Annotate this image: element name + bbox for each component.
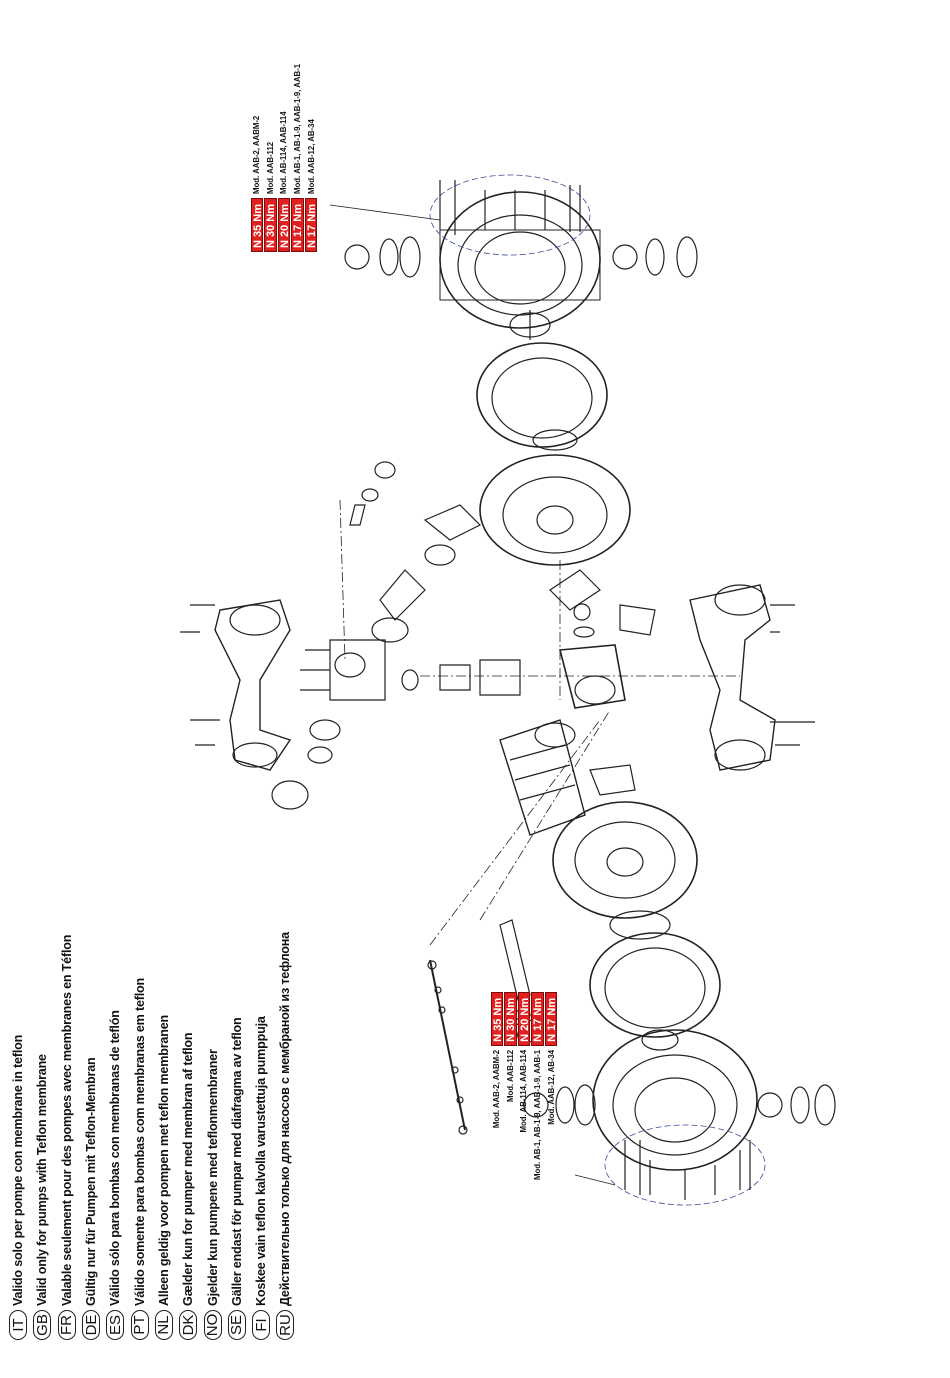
torque-models: Mod. AAB-112 xyxy=(265,141,275,194)
bottom-outer-housing xyxy=(523,1029,836,1206)
language-row: NL Alleen geldig voor pompen met teflon m… xyxy=(152,20,176,1340)
torque-value: N 30 Nm xyxy=(504,991,517,1046)
language-code-badge: PT xyxy=(130,1310,149,1340)
top-diaphragm xyxy=(476,342,608,451)
language-validity-text: Valable seulement pour des pompes avec m… xyxy=(59,934,74,1306)
torque-row: N 17 Nm Mod. AAB-12, AB-34 xyxy=(304,64,318,252)
lower-diaphragm xyxy=(589,910,721,1051)
language-code-badge: ES xyxy=(106,1310,125,1340)
torque-models: Mod. AAB-12, AB-34 xyxy=(546,1049,556,1125)
language-validity-text: Gültig nur für Pumpen mit Teflon-Membran xyxy=(84,1057,99,1306)
language-validity-text: Valido solo per pompe con membrane in te… xyxy=(11,1034,26,1306)
language-code-badge: DK xyxy=(179,1310,198,1340)
language-validity-text: Gäller endast för pumpar med diafragma a… xyxy=(229,1017,244,1306)
torque-row: N 20 Nm Mod. AB-114, AAB-114 xyxy=(517,991,531,1180)
language-row: GB Valid only for pumps with Teflon membr… xyxy=(30,20,54,1340)
torque-value: N 20 Nm xyxy=(277,198,291,252)
air-valve-assembly xyxy=(271,461,521,810)
torque-row: N 35 Nm Mod. AAB-2, AABM-2 xyxy=(490,991,504,1180)
language-code-badge: SE xyxy=(227,1310,246,1340)
language-row: DK Gælder kun for pumper med membran af t… xyxy=(176,20,200,1340)
right-manifold xyxy=(689,584,815,771)
torque-value: N 35 Nm xyxy=(250,198,264,252)
language-validity-text: Válido sólo para bombas con membranas de… xyxy=(108,1010,123,1306)
torque-value: N 35 Nm xyxy=(490,991,504,1046)
torque-value: N 20 Nm xyxy=(517,991,531,1046)
torque-models: Mod. AAB-2, AABM-2 xyxy=(252,115,262,194)
language-validity-text: Koskee vain teflon kalvolla varustettuja… xyxy=(254,1016,269,1306)
left-manifold xyxy=(180,599,292,771)
language-row: ES Válido sólo para bombas con membranas … xyxy=(103,20,127,1340)
language-validity-text: Gjelder kun pumpene med teflonmembraner xyxy=(205,1049,220,1306)
torque-models: Mod. AAB-12, AB-34 xyxy=(306,119,316,194)
pilot-spool xyxy=(427,959,468,1135)
upper-body xyxy=(479,454,656,638)
language-validity-text: Alleen geldig voor pompen met teflon mem… xyxy=(156,1015,171,1306)
language-code-badge: NO xyxy=(203,1310,222,1340)
torque-row: N 35 Nm Mod. AAB-2, AABM-2 xyxy=(250,64,264,252)
torque-models: Mod. AAB-2, AABM-2 xyxy=(492,1049,502,1129)
torque-row: N 17 Nm Mod. AAB-12, AB-34 xyxy=(544,991,558,1180)
torque-value: N 30 Nm xyxy=(264,198,277,252)
language-row: SE Gäller endast för pumpar med diafragma… xyxy=(225,20,249,1340)
language-code-badge: GB xyxy=(33,1310,52,1340)
torque-value: N 17 Nm xyxy=(544,991,558,1046)
torque-models: Mod. AB-114, AAB-114 xyxy=(279,111,289,194)
silencer xyxy=(499,719,586,836)
torque-models: Mod. AB-114, AAB-114 xyxy=(519,1049,529,1133)
language-code-badge: DE xyxy=(82,1310,101,1340)
language-code-badge: RU xyxy=(276,1310,295,1340)
language-row: IT Valido solo per pompe con membrane in … xyxy=(6,20,30,1340)
language-code-badge: FR xyxy=(57,1310,76,1340)
torque-models: Mod. AAB-112 xyxy=(505,1049,515,1103)
language-code-badge: FI xyxy=(252,1310,271,1340)
center-block xyxy=(420,644,740,709)
language-validity-text: Действительно только для насосов с мембр… xyxy=(278,932,293,1306)
torque-value: N 17 Nm xyxy=(291,198,304,252)
torque-models: Mod. AB-1, AB-1-9, AAB-1-9, AAB-1 xyxy=(293,63,303,194)
language-row: PT Válido somente para bombas com membran… xyxy=(127,20,151,1340)
torque-row: N 30 Nm Mod. AAB-112 xyxy=(264,64,278,252)
torque-row: N 20 Nm Mod. AB-114, AAB-114 xyxy=(277,64,291,252)
language-validity-text: Valid only for pumps with Teflon membran… xyxy=(35,1054,50,1306)
language-validity-text: Gælder kun for pumper med membran af tef… xyxy=(181,1032,196,1306)
lower-body xyxy=(552,764,698,919)
language-row: FR Valable seulement pour des pompes avec… xyxy=(55,20,79,1340)
torque-row: N 17 Nm Mod. AB-1, AB-1-9, AAB-1-9, AAB-1 xyxy=(291,64,305,252)
torque-value: N 17 Nm xyxy=(531,991,544,1046)
top-outer-housing xyxy=(344,174,698,340)
language-code-badge: NL xyxy=(154,1310,173,1340)
language-row: DE Gültig nur für Pumpen mit Teflon-Membr… xyxy=(79,20,103,1340)
torque-value: N 17 Nm xyxy=(304,198,318,252)
language-code-badge: IT xyxy=(9,1310,28,1340)
torque-row: N 17 Nm Mod. AB-1, AB-1-9, AAB-1-9, AAB-1 xyxy=(531,991,545,1180)
language-validity-text: Válido somente para bombas com membranas… xyxy=(132,977,147,1306)
torque-row: N 30 Nm Mod. AAB-112 xyxy=(504,991,518,1180)
language-row: NO Gjelder kun pumpene med teflonmembrane… xyxy=(200,20,224,1340)
torque-models: Mod. AB-1, AB-1-9, AAB-1-9, AAB-1 xyxy=(533,1049,543,1180)
